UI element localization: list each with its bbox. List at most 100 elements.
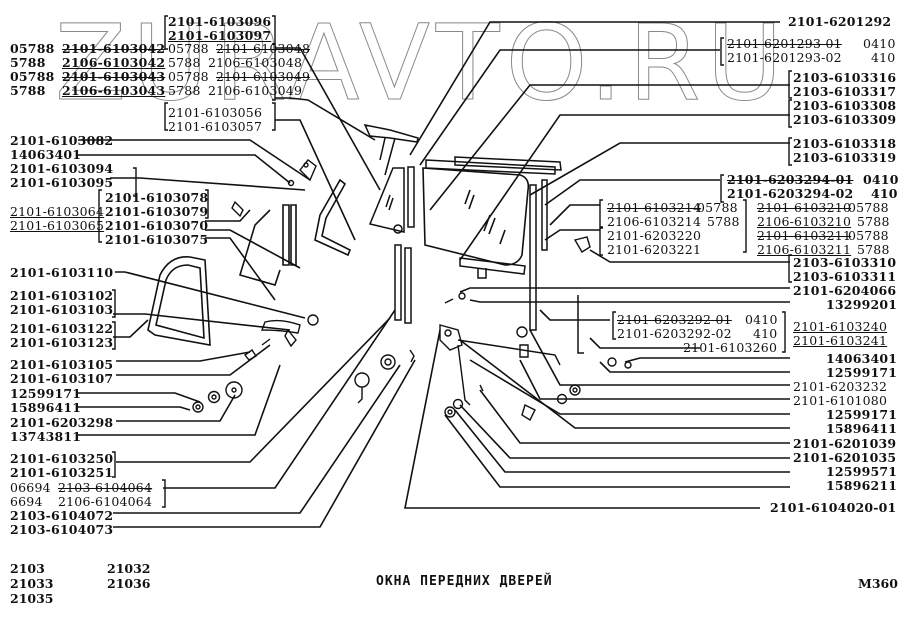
part-label[interactable]: 2101-6103241 [793,333,888,348]
part-label[interactable]: 12599571 [826,464,898,479]
part-label[interactable]: 2106-6103214 [607,214,702,229]
part-label[interactable]: 15896411 [826,421,898,436]
part-label[interactable]: 14063401 [10,147,82,162]
part-label[interactable]: 2101-6103097 [168,28,272,43]
part-label[interactable]: 2101-6201035 [793,450,897,465]
part-label[interactable]: 2101-6201293-01 [727,36,842,51]
part-label[interactable]: 2101-6103095 [10,175,114,190]
regulator-mechanism [439,236,632,422]
small-fasteners [192,159,415,413]
part-label[interactable]: 12599171 [826,365,898,380]
part-label[interactable]: 2103-6103317 [793,84,897,99]
part-label[interactable]: 2101-6103123 [10,335,114,350]
part-label[interactable]: 2106-6103210 [757,214,852,229]
part-label[interactable]: 2101-6203298 [10,415,114,430]
part-label[interactable]: 2101-6103065 [10,218,105,233]
part-label[interactable]: 2101-6103102 [10,288,114,303]
label-code: 05788 [168,69,209,84]
part-label[interactable]: 2101-6203294-01 [727,172,854,187]
part-label[interactable]: 2101-6103103 [10,302,114,317]
part-label[interactable]: 2101-6103110 [10,265,114,280]
label-code: 5788 [857,242,890,257]
label-code: 6694 [10,494,43,509]
part-label[interactable]: 12599171 [826,407,898,422]
part-label[interactable]: 2101-6201293-02 [727,50,842,65]
part-label[interactable]: 2101-6103043 [62,69,166,84]
part-label[interactable]: 2101-6101080 [793,393,888,408]
part-label[interactable]: 2101-6103096 [168,14,272,29]
part-label[interactable]: 2101-6103057 [168,119,263,134]
part-label[interactable]: 14063401 [826,351,898,366]
part-label[interactable]: 2101-6103214 [607,200,702,215]
part-label[interactable]: 2101-6103049 [216,69,311,84]
part-label[interactable]: 2103-6103311 [793,269,897,284]
part-label[interactable]: 2101-6203292-01 [617,312,732,327]
part-label[interactable]: 2101-6103075 [105,232,209,247]
label-code: 05788 [697,200,738,215]
part-label[interactable]: 2101-6103107 [10,371,114,386]
part-label[interactable]: 2103-6103308 [793,98,897,113]
part-label[interactable]: 2101-6103251 [10,465,114,480]
part-label[interactable]: 2103-6104064 [58,480,153,495]
part-label[interactable]: 15896411 [10,400,82,415]
part-label[interactable]: 2103-6103309 [793,112,897,127]
label-code: 0410 [863,36,896,51]
part-label[interactable]: 2103-6104072 [10,508,114,523]
label-code: 5788 [857,214,890,229]
part-label[interactable]: 2101-6103250 [10,451,114,466]
part-label[interactable]: 13299201 [826,297,898,312]
part-label[interactable]: 2101-6103240 [793,319,888,334]
label-code: 410 [753,326,778,341]
part-label[interactable]: 2106-6103048 [208,55,303,70]
brackets [98,15,792,508]
part-label[interactable]: 2101-6103042 [62,41,166,56]
model-code: 21035 [10,591,54,606]
part-label[interactable]: 2101-6103070 [105,218,209,233]
part-label[interactable]: 2101-6203292-02 [617,326,732,341]
label-code: 0410 [745,312,778,327]
part-label[interactable]: 2106-6103049 [208,83,303,98]
part-label[interactable]: 2101-6103064 [10,204,105,219]
part-label[interactable]: 2101-6103079 [105,204,209,219]
part-label[interactable]: 2103-6104073 [10,522,114,537]
label-code: 5788 [168,55,201,70]
part-label[interactable]: 2101-6104020-01 [770,500,897,515]
part-label[interactable]: 2101-6103105 [10,357,114,372]
part-label[interactable]: 2101-6103260 [683,340,778,355]
part-label[interactable]: 2103-6103318 [793,136,897,151]
part-label[interactable]: 2103-6103319 [793,150,897,165]
part-label[interactable]: 2101-6103082 [10,133,114,148]
part-label[interactable]: 2101-6103056 [168,105,263,120]
part-label[interactable]: 15896211 [826,478,898,493]
leader-lines [78,21,790,528]
part-label[interactable]: 13743811 [10,429,82,444]
model-code: 2103 [10,561,45,576]
label-code: 05788 [10,69,55,84]
part-label[interactable]: 2101-6203221 [607,242,702,257]
part-label[interactable]: 2101-6203220 [607,228,702,243]
label-code: 05788 [168,41,209,56]
part-label[interactable]: 2101-6203232 [793,379,888,394]
part-label[interactable]: 2101-6204066 [793,283,897,298]
model-code: 21036 [107,576,151,591]
part-label[interactable]: 2101-6201292 [788,14,892,29]
window-seal-bottom [459,257,526,279]
part-label[interactable]: 2106-6103042 [62,55,166,70]
part-label[interactable]: 2101-6103122 [10,321,114,336]
part-label[interactable]: 2103-6103316 [793,70,897,85]
part-label[interactable]: 2106-6103043 [62,83,166,98]
part-label[interactable]: 2106-6104064 [58,494,153,509]
page-code: М360 [858,576,898,591]
part-label[interactable]: 2101-6103211 [757,228,852,243]
part-label[interactable]: 2103-6103310 [793,255,897,270]
part-label[interactable]: 2101-6103048 [216,41,311,56]
part-label[interactable]: 2106-6103211 [757,242,852,257]
part-label[interactable]: 2101-6103078 [105,190,209,205]
part-label[interactable]: 12599171 [10,386,82,401]
part-label[interactable]: 2101-6103210 [757,200,852,215]
label-code: 5788 [10,83,46,98]
part-label[interactable]: 2101-6103094 [10,161,114,176]
part-label[interactable]: 2101-6203294-02 [727,186,854,201]
label-code: 05788 [10,41,55,56]
part-label[interactable]: 2101-6201039 [793,436,897,451]
